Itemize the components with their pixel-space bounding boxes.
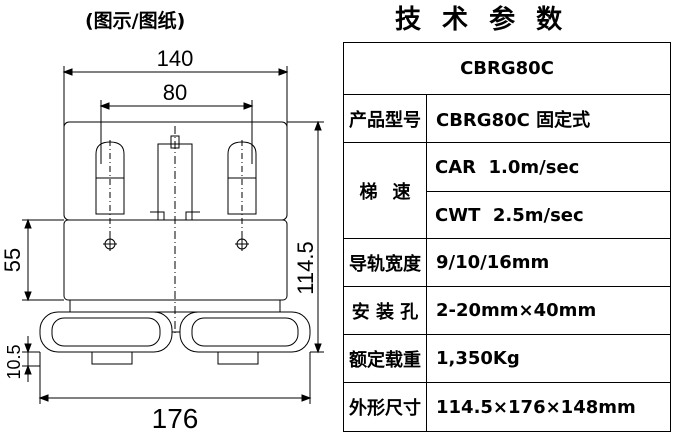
speed-cwt-value: CWT 2.5m/sec xyxy=(435,204,584,226)
spec-row-mounting-hole: 安 装 孔 2-20mm×40mm xyxy=(344,287,670,335)
spec-label: 安 装 孔 xyxy=(344,287,427,334)
dim-height-left-label: 55 xyxy=(0,248,25,272)
spec-table: CBRG80C 产品型号 CBRG80C 固定式 梯 速 CAR 1.0m/se… xyxy=(343,42,671,432)
spec-label: 外形尺寸 xyxy=(344,383,427,431)
speed-car-row: CAR 1.0m/sec xyxy=(427,143,670,192)
spec-value: CBRG80C 固定式 xyxy=(436,109,591,131)
model-header: CBRG80C xyxy=(460,58,554,79)
spec-row-speed: 梯 速 CAR 1.0m/sec CWT 2.5m/sec xyxy=(344,143,670,239)
dim-width-inner-label: 80 xyxy=(163,80,187,105)
spec-row-dimensions: 外形尺寸 114.5×176×148mm xyxy=(344,383,670,431)
dim-roller-label: 10.5 xyxy=(4,344,24,379)
spec-value: 114.5×176×148mm xyxy=(436,396,636,418)
speed-car-value: CAR 1.0m/sec xyxy=(435,156,580,178)
spec-label: 额定载重 xyxy=(344,335,427,382)
guide-shoe-drawing: 140 80 55 10.5 114.5 176 xyxy=(0,46,324,434)
speed-label: 梯 速 xyxy=(344,143,427,238)
spec-row-rated-load: 额定载重 1,350Kg xyxy=(344,335,670,383)
spec-value: 9/10/16mm xyxy=(436,252,550,273)
spec-row-rail-width: 导轨宽度 9/10/16mm xyxy=(344,239,670,287)
speed-label-char: 速 xyxy=(392,181,411,203)
dim-width-top-label: 140 xyxy=(157,46,194,71)
spec-value: 1,350Kg xyxy=(436,348,520,369)
spec-header-row: CBRG80C xyxy=(344,43,670,95)
spec-label: 导轨宽度 xyxy=(344,239,427,286)
dim-height-right-label: 114.5 xyxy=(293,241,318,294)
spec-row-model: 产品型号 CBRG80C 固定式 xyxy=(344,95,670,143)
spec-value: 2-20mm×40mm xyxy=(436,300,597,321)
spec-section-title: 技 术 参 数 xyxy=(395,5,569,35)
spec-label: 产品型号 xyxy=(344,95,427,142)
dim-width-bottom-label: 176 xyxy=(152,403,199,434)
speed-label-char: 梯 xyxy=(359,181,378,203)
drawing-section-title: (图示/图纸) xyxy=(85,10,186,32)
speed-cwt-row: CWT 2.5m/sec xyxy=(427,191,670,239)
